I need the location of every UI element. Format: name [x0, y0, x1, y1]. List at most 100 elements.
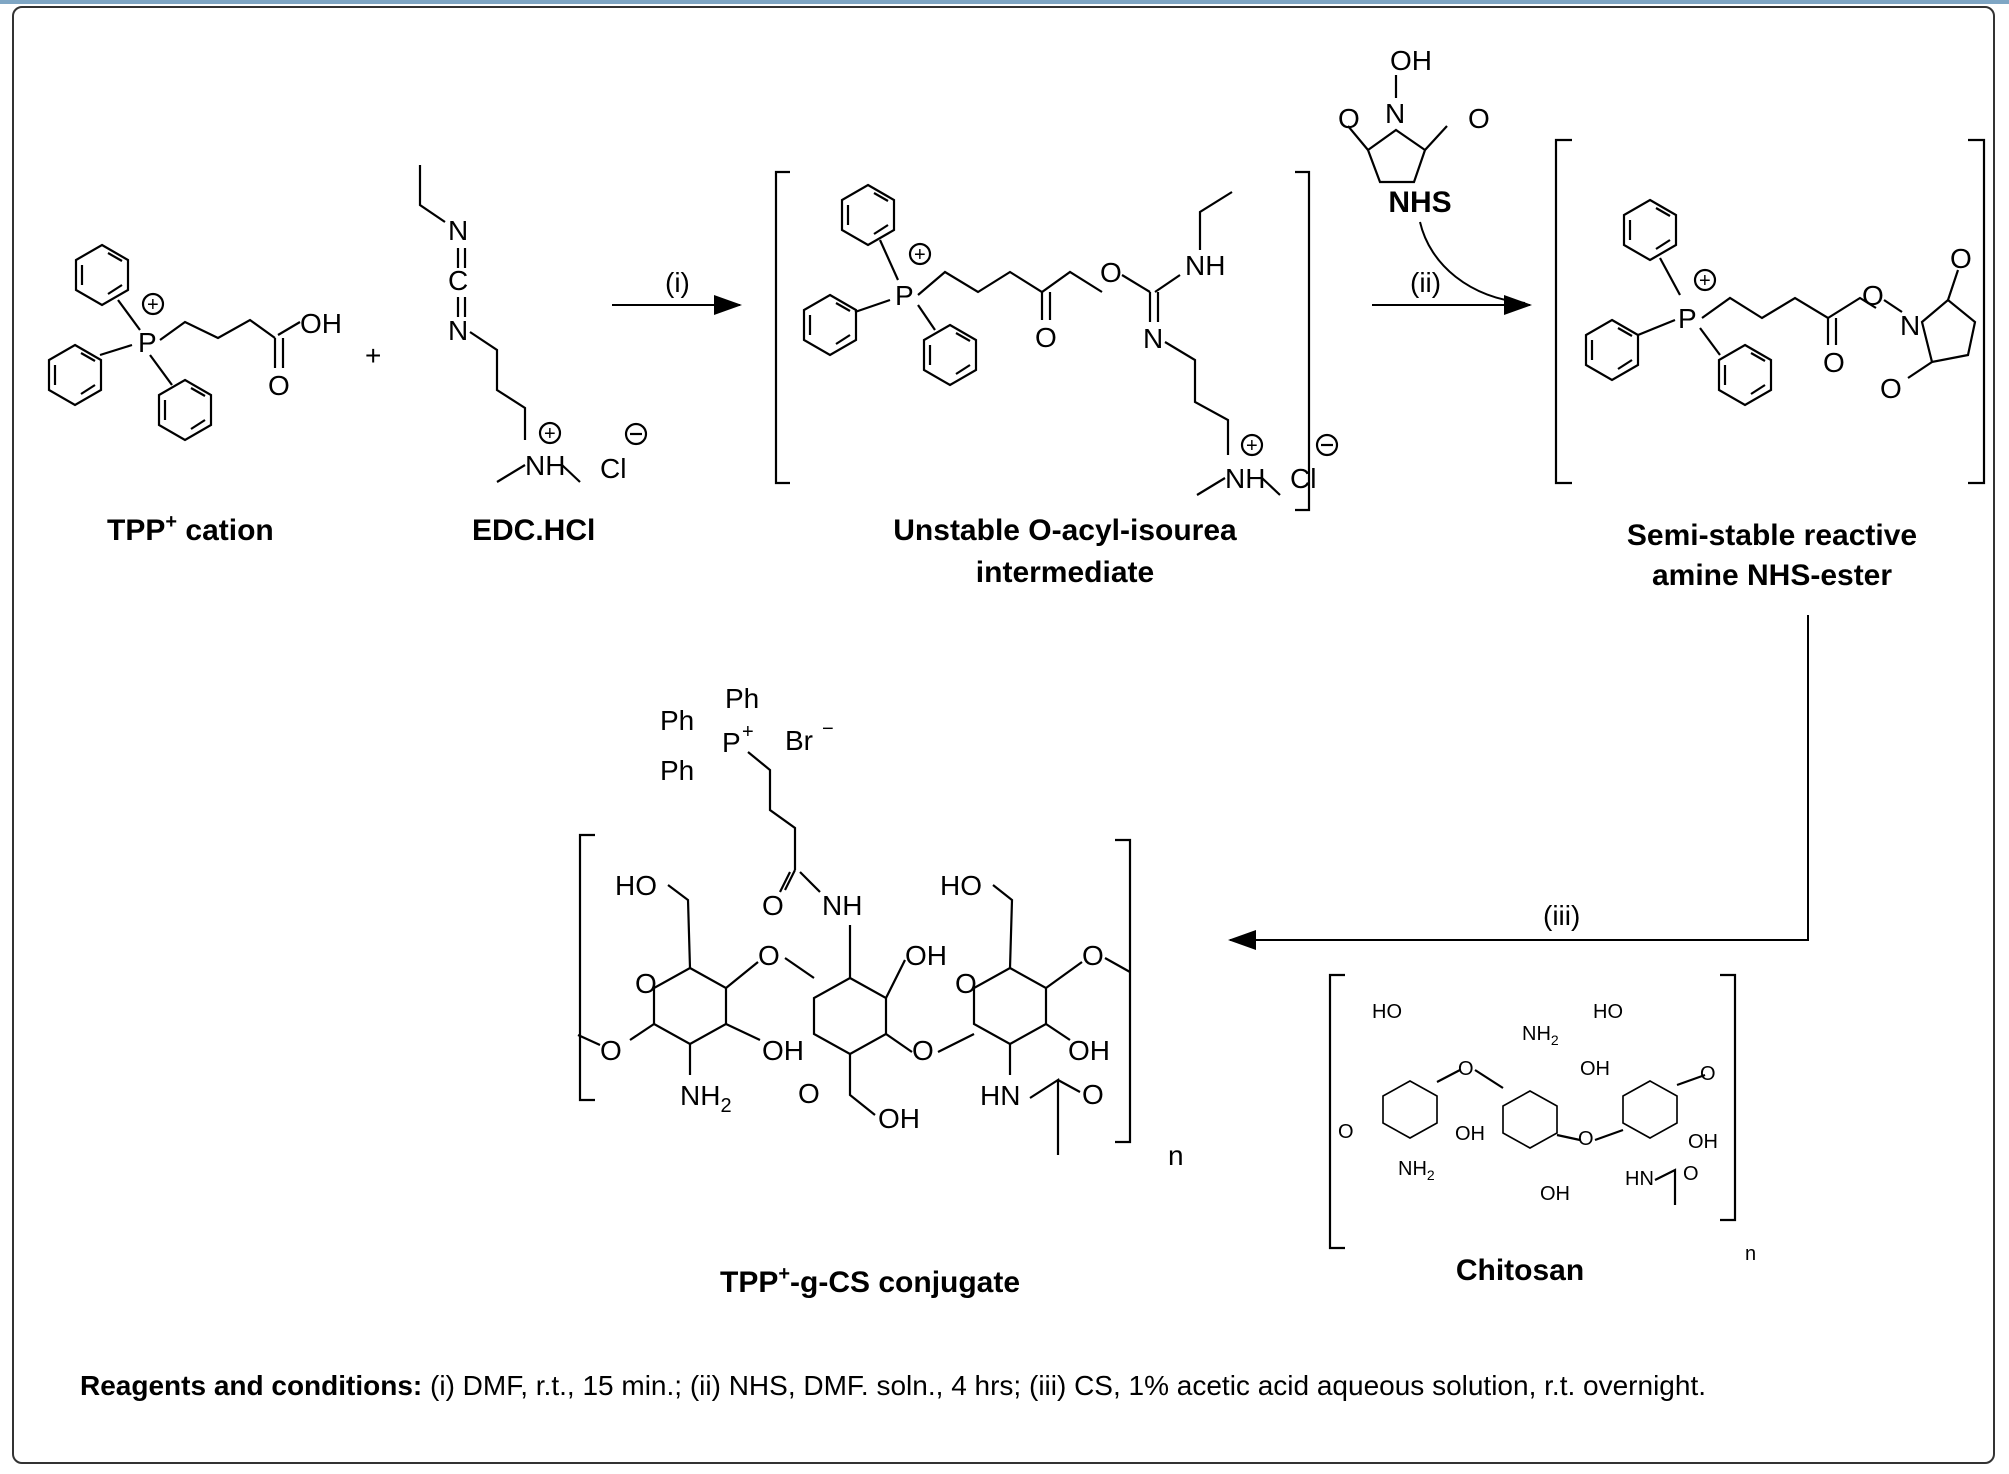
chitosan-repeat-n: n: [1745, 1243, 1756, 1265]
phosphorus-atom: P: [1678, 303, 1697, 334]
negative-charge-icon: [624, 422, 648, 446]
carbonyl-oxygen: O: [268, 370, 290, 401]
hydroxyl-label: OH: [1068, 1035, 1110, 1066]
positive-charge-icon: [538, 421, 562, 445]
edc-c: C: [448, 265, 468, 296]
carbonyl-oxygen: O: [1035, 322, 1057, 353]
nhs-structure: OH N O O: [1338, 45, 1490, 184]
hydroxyl-label: OH: [762, 1035, 804, 1066]
edc-n2: N: [448, 315, 468, 346]
reaction-arrow-step3: [1228, 615, 1809, 950]
chitosan-structure: O O O O HO HO NH2 NH2 OH OH OH OH HN O: [1328, 973, 1737, 1250]
acetamide-o: O: [1683, 1163, 1699, 1185]
amine-label: NH2: [680, 1080, 732, 1117]
hydroxyl-label: OH: [905, 940, 947, 971]
negative-charge-icon: [1315, 433, 1339, 457]
hydroxyl-label: HO: [940, 870, 982, 901]
amide-nh: NH: [822, 890, 862, 921]
hydroxyl-label: OH: [300, 308, 342, 339]
glycosidic-o: O: [1458, 1058, 1474, 1080]
charge-plus: +: [742, 721, 754, 743]
imide-o: O: [1880, 373, 1902, 404]
glycosidic-o: O: [600, 1035, 622, 1066]
positive-charge-icon: [1693, 268, 1717, 292]
amine-nh: NH: [1185, 250, 1225, 281]
ring-oxygen: O: [635, 968, 657, 999]
tpp-cation-label: TPP+ cation: [107, 511, 274, 547]
phosphorus-atom: P: [722, 727, 741, 758]
reagent-curve-arrow: [1419, 221, 1526, 304]
edc-n1: N: [448, 215, 468, 246]
hydroxyl-label: OH: [1688, 1131, 1718, 1153]
glycosidic-o: O: [758, 940, 780, 971]
edc-label: EDC.HCl: [472, 514, 595, 547]
hydroxyl-label: HO: [1593, 1001, 1623, 1023]
nhs-carbonyl-o: O: [1338, 103, 1360, 134]
chitosan-label: Chitosan: [1456, 1254, 1584, 1287]
glycosidic-o: O: [1700, 1063, 1716, 1085]
ester-n: N: [1900, 310, 1920, 341]
imide-o: O: [1950, 243, 1972, 274]
amine-label: NH2: [1522, 1023, 1559, 1048]
svg-text:+: +: [914, 244, 926, 266]
glycosidic-o: O: [1578, 1128, 1594, 1150]
nhs-oh: OH: [1390, 45, 1432, 76]
positive-charge-icon: [908, 242, 932, 266]
conjugate-repeat-n: n: [1168, 1140, 1184, 1171]
bromide-charge: −: [822, 718, 834, 740]
nhs-label: NHS: [1388, 186, 1451, 219]
phosphorus-atom: P: [138, 327, 157, 358]
acetamide-o: O: [1082, 1079, 1104, 1110]
oacyl-label-line1: Unstable O-acyl-isourea: [893, 514, 1237, 547]
charge-plus: +: [147, 294, 159, 316]
svg-text:+: +: [1699, 270, 1711, 292]
positive-charge-icon: [141, 292, 165, 316]
phenyl-ring: [157, 378, 213, 442]
acetamide-hn: HN: [1625, 1168, 1654, 1190]
oacyl-label-line2: intermediate: [976, 556, 1154, 589]
ester-oxygen: O: [1862, 280, 1884, 311]
plus-sign: +: [365, 340, 381, 371]
charge-plus: +: [544, 423, 556, 445]
hydroxyl-label: HO: [1372, 1001, 1402, 1023]
top-rule: [0, 0, 2009, 4]
reagents-conditions: Reagents and conditions: (i) DMF, r.t., …: [80, 1370, 1706, 1401]
positive-charge-icon: [1240, 433, 1264, 457]
hydroxyl-label: OH: [1580, 1058, 1610, 1080]
step1-label: (i): [665, 267, 690, 298]
hydroxyl-label: OH: [1540, 1183, 1570, 1205]
nhs-carbonyl-o: O: [1468, 103, 1490, 134]
ring-oxygen: O: [955, 968, 977, 999]
chloride-label: Cl: [600, 453, 626, 484]
nhs-ester-structure: P + O O N O O: [1554, 138, 1986, 485]
bromide-label: Br: [785, 725, 813, 756]
phenyl-ring: [74, 243, 130, 307]
phenyl-label: Ph: [660, 755, 694, 786]
chloride-label: Cl: [1290, 463, 1316, 494]
intermediate-nh: NH: [1225, 463, 1265, 494]
acetamide-hn: HN: [980, 1080, 1020, 1111]
phenyl-label: Ph: [660, 705, 694, 736]
glycosidic-o: O: [1082, 940, 1104, 971]
phosphorus-atom: P: [895, 280, 914, 311]
amide-o: O: [762, 890, 784, 921]
conjugate-label: TPP+-g-CS conjugate: [720, 1263, 1020, 1299]
hydroxyl-label: OH: [1455, 1123, 1485, 1145]
nhs-n: N: [1385, 98, 1405, 129]
amine-label: NH2: [1398, 1158, 1435, 1183]
edc-nh: NH: [525, 450, 565, 481]
glycosidic-o: O: [1338, 1121, 1354, 1143]
phenyl-label: Ph: [725, 683, 759, 714]
figure-frame: [12, 6, 1995, 1464]
oacyl-isourea-structure: P + O O NH N NH + Cl: [774, 170, 1339, 512]
step3-label: (iii): [1543, 900, 1580, 931]
tpp-cation-structure: P + OH O: [47, 243, 342, 442]
hydroxyl-label: HO: [615, 870, 657, 901]
hydroxyl-label: OH: [878, 1103, 920, 1134]
ester-oxygen: O: [1100, 257, 1122, 288]
phenyl-ring: [47, 343, 103, 407]
nhs-ester-label-line2: amine NHS-ester: [1652, 559, 1892, 592]
step2-label: (ii): [1410, 267, 1441, 298]
svg-text:+: +: [1246, 435, 1258, 457]
